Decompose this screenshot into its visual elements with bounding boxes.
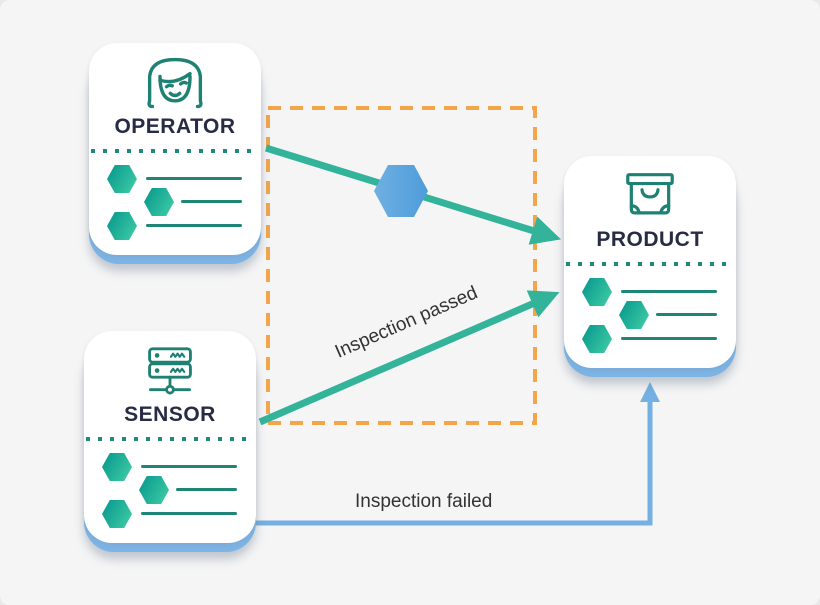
node-sensor: SENSOR xyxy=(84,331,256,552)
hexagon-bullet xyxy=(107,212,137,240)
node-title: OPERATOR xyxy=(114,115,236,138)
detail-line xyxy=(656,313,717,316)
detail-line xyxy=(141,512,237,515)
node-title: SENSOR xyxy=(124,403,216,426)
blue-hexagon-decorator xyxy=(374,165,428,217)
dashed-boundary-box xyxy=(266,106,537,425)
hexagon-bullet xyxy=(582,325,612,353)
detail-line xyxy=(621,290,717,293)
dotted-divider xyxy=(91,149,259,153)
edge-label-inspection-failed: Inspection failed xyxy=(355,491,493,512)
sensor-icon xyxy=(84,339,256,403)
card-face: OPERATOR xyxy=(89,43,261,255)
node-title: PRODUCT xyxy=(596,228,704,251)
hexagon-bullet xyxy=(102,500,132,528)
detail-line xyxy=(146,224,242,227)
hexagon-bullet xyxy=(102,453,132,481)
detail-line xyxy=(146,177,242,180)
detail-line xyxy=(141,465,237,468)
hexagon-bullet xyxy=(144,188,174,216)
hexagon-bullet xyxy=(139,476,169,504)
detail-line xyxy=(621,337,717,340)
hexagon-bullet xyxy=(619,301,649,329)
edge-sensor-product-failed xyxy=(254,382,660,526)
detail-line xyxy=(181,200,242,203)
dotted-divider xyxy=(566,262,734,266)
dotted-divider xyxy=(86,437,254,441)
card-face: PRODUCT xyxy=(564,156,736,368)
operator-icon xyxy=(89,51,261,115)
product-icon xyxy=(564,164,736,228)
card-face: SENSOR xyxy=(84,331,256,543)
node-operator: OPERATOR xyxy=(89,43,261,264)
node-product: PRODUCT xyxy=(564,156,736,377)
edge-sensor-product-passed xyxy=(258,290,560,426)
hexagon-bullet xyxy=(107,165,137,193)
detail-line xyxy=(176,488,237,491)
hexagon-bullet xyxy=(582,278,612,306)
